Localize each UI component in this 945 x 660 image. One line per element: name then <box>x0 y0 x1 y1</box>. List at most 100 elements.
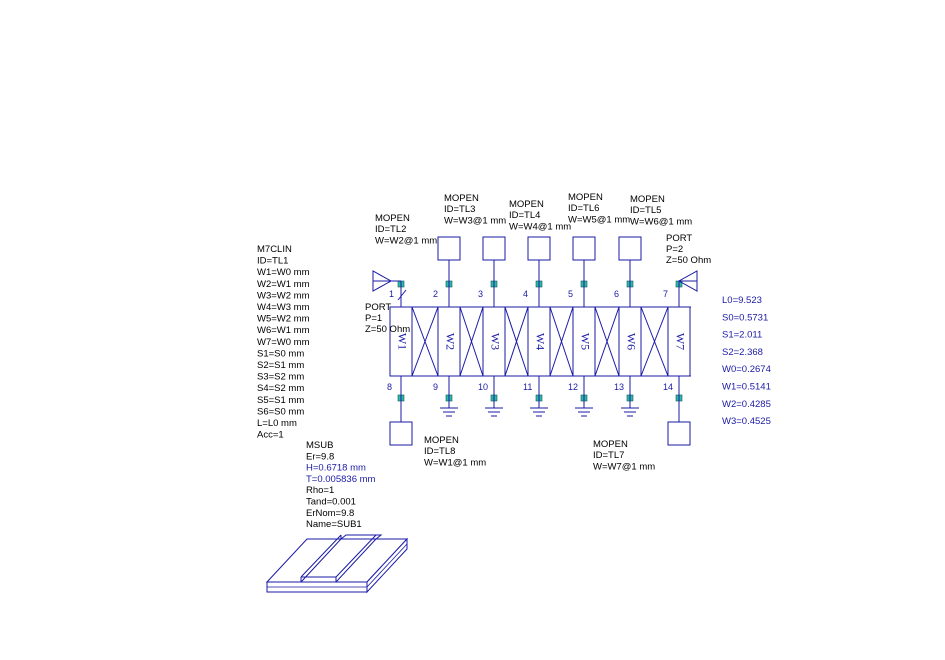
mopen-label-line: ID=TL2 <box>375 224 406 235</box>
m7clin-param: W2=W1 mm <box>257 279 310 290</box>
coupling-cross <box>594 306 620 377</box>
msub-param: Rho=1 <box>306 485 334 496</box>
line-section-label: W1 <box>395 333 409 350</box>
m7clin-param: S3=S2 mm <box>257 372 304 383</box>
open-stub-box <box>618 236 642 261</box>
m7clin-param: S1=S0 mm <box>257 348 304 359</box>
coupling-cross <box>411 306 439 377</box>
substrate-icon <box>265 534 409 594</box>
mopen-label-line: W=W6@1 mm <box>630 216 692 227</box>
m7clin-param: ID=TL1 <box>257 256 288 267</box>
port2-line-2: Z=50 Ohm <box>666 255 711 266</box>
mopen-label-line: W=W7@1 mm <box>593 461 655 472</box>
bottom-pin-number: 10 <box>478 382 488 392</box>
mopen-label-line: MOPEN <box>444 193 479 204</box>
variable-value: S1=2.011 <box>722 330 762 341</box>
msub-param: ErNom=9.8 <box>306 508 354 519</box>
mopen-label-line: ID=TL6 <box>568 203 599 214</box>
line-section-label: W6 <box>624 333 638 350</box>
msub-param: Er=9.8 <box>306 451 334 462</box>
m7clin-param: W4=W3 mm <box>257 302 310 313</box>
top-pin-number: 7 <box>663 289 668 299</box>
m7clin-param: W5=W2 mm <box>257 314 310 325</box>
msub-param: MSUB <box>306 440 333 451</box>
variable-list[interactable]: L0=9.523S0=0.5731S1=2.011S2=2.368W0=0.26… <box>722 295 771 427</box>
mopen-label-line: W=W1@1 mm <box>424 457 486 468</box>
open-stub-box <box>389 421 413 446</box>
variable-value: S0=0.5731 <box>722 312 768 323</box>
port-2-symbol[interactable]: PORT P=2 Z=50 Ohm <box>666 233 711 307</box>
coupling-cross <box>504 306 529 377</box>
m7clin-param: S5=S1 mm <box>257 395 304 406</box>
open-stub-box <box>482 236 506 261</box>
m7clin-param: S4=S2 mm <box>257 383 304 394</box>
m7clin-param: W1=W0 mm <box>257 267 310 278</box>
bottom-pin-number: 14 <box>663 382 673 392</box>
coupled-line-element[interactable]: W1 W2 W3 W4 W5 W6 W7 <box>389 306 691 377</box>
top-pin-number: 2 <box>433 289 438 299</box>
port2-line-0: PORT <box>666 233 692 244</box>
mopen-label-line: W=W4@1 mm <box>509 221 571 232</box>
mopen-label-line: ID=TL5 <box>630 205 661 216</box>
port1-line-2: Z=50 Ohm <box>365 324 410 335</box>
port1-line-1: P=1 <box>365 313 382 324</box>
m7clin-param: L=L0 mm <box>257 418 297 429</box>
open-stub-box <box>572 236 596 261</box>
mopen-label-line: W=W5@1 mm <box>568 214 630 225</box>
mopen-label-line: MOPEN <box>509 199 544 210</box>
line-section-label: W4 <box>533 333 547 350</box>
coupling-cross <box>640 306 669 377</box>
line-section-label: W2 <box>443 333 457 350</box>
top-pin-number: 1 <box>389 289 394 299</box>
variable-value: W2=0.4285 <box>722 399 771 410</box>
m7clin-param: W3=W2 mm <box>257 290 310 301</box>
port-1-symbol[interactable]: PORT P=1 Z=50 Ohm <box>365 270 410 335</box>
msub-param: Name=SUB1 <box>306 519 362 530</box>
open-stub-box <box>667 421 691 446</box>
mopen-label-line: ID=TL3 <box>444 204 475 215</box>
m7clin-param: W7=W0 mm <box>257 337 310 348</box>
bottom-pin-number: 9 <box>433 382 438 392</box>
mopen-label-line: MOPEN <box>593 439 628 450</box>
mopen-label-line: ID=TL7 <box>593 450 624 461</box>
variable-value: S2=2.368 <box>722 347 763 358</box>
msub-param: Tand=0.001 <box>306 497 356 508</box>
mopen-label-line: MOPEN <box>630 194 665 205</box>
bottom-pin-number: 12 <box>568 382 578 392</box>
top-pin-number: 5 <box>568 289 573 299</box>
top-pin-number: 6 <box>614 289 619 299</box>
line-section-label: W5 <box>578 333 592 350</box>
variable-value: W3=0.4525 <box>722 416 771 427</box>
bottom-pin-number: 11 <box>523 382 532 392</box>
mopen-label-line: ID=TL8 <box>424 446 455 457</box>
mopen-label-line: ID=TL4 <box>509 210 540 221</box>
top-pin-number: 4 <box>523 289 528 299</box>
bottom-pin-number: 8 <box>387 382 392 392</box>
coupling-cross <box>549 306 574 377</box>
m7clin-param: W6=W1 mm <box>257 325 310 336</box>
m7clin-param: Acc=1 <box>257 430 284 441</box>
coupling-cross <box>459 306 484 377</box>
m7clin-param: S6=S0 mm <box>257 406 304 417</box>
variable-value: W1=0.5141 <box>722 382 771 393</box>
bottom-pin-number: 13 <box>614 382 624 392</box>
line-section-label: W3 <box>488 333 502 350</box>
variable-value: W0=0.2674 <box>722 364 771 375</box>
open-stub-box <box>437 236 461 261</box>
line-section-label: W7 <box>673 333 687 350</box>
port2-line-1: P=2 <box>666 244 683 255</box>
mopen-label-line: MOPEN <box>375 213 410 224</box>
msub-param: T=0.005836 mm <box>306 474 376 485</box>
mopen-label-line: MOPEN <box>568 192 603 203</box>
mopen-label-line: W=W3@1 mm <box>444 215 506 226</box>
top-pin-number: 3 <box>478 289 483 299</box>
mopen-label-line: W=W2@1 mm <box>375 235 437 246</box>
open-stub-box <box>527 236 551 261</box>
variable-value: L0=9.523 <box>722 295 762 306</box>
m7clin-param: S2=S1 mm <box>257 360 304 371</box>
